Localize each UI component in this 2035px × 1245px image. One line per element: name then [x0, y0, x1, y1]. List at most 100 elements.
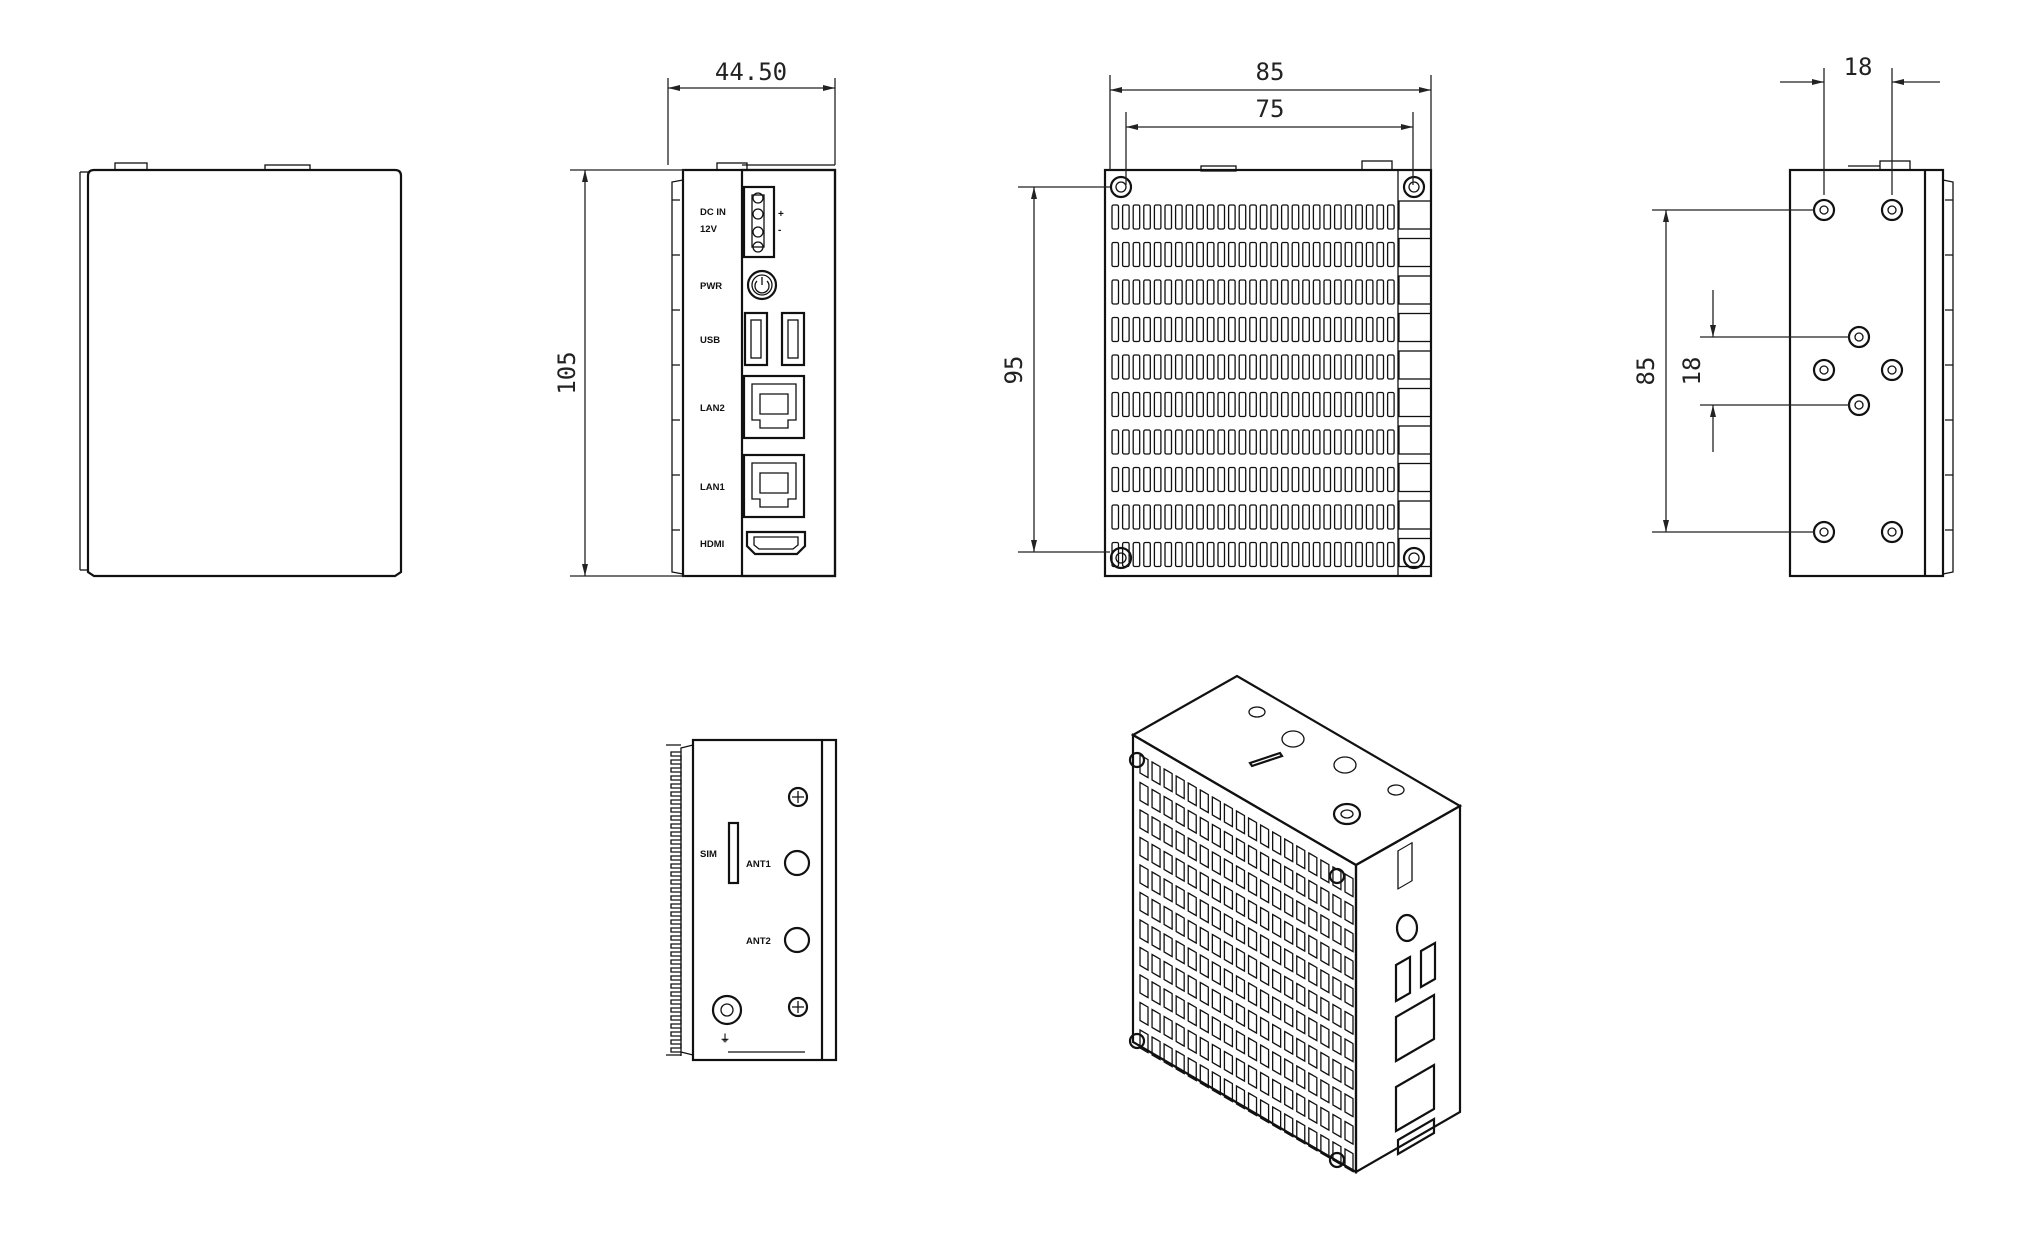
- fin-block: [1332, 1058, 1342, 1084]
- vent-slot: [1206, 204, 1215, 230]
- fin-block: [1199, 788, 1209, 814]
- fin-block: [1259, 1071, 1270, 1097]
- fin-block: [1187, 836, 1197, 862]
- front-io-view: DC IN 12V + - PWR USB LAN2 LAN1 HDMI: [553, 58, 837, 578]
- vent-slot: [1153, 466, 1162, 493]
- fin-block: [1139, 781, 1149, 807]
- vent-slot: [1206, 541, 1215, 568]
- fin-block: [1187, 1056, 1197, 1082]
- fin-notch: [1398, 537, 1432, 568]
- fin-block: [1151, 760, 1161, 786]
- fin-block: [1163, 987, 1173, 1013]
- vent-slot: [1323, 354, 1332, 380]
- vent-slot: [1206, 504, 1215, 530]
- vent-slot: [1206, 279, 1215, 305]
- vent-slot: [1302, 241, 1310, 268]
- vent-slot: [1386, 316, 1395, 343]
- vent-slot: [1312, 391, 1321, 418]
- vent-slot: [1333, 541, 1342, 568]
- fin-block: [1332, 1003, 1342, 1029]
- fin-block: [1296, 927, 1306, 953]
- vent-slot: [1259, 429, 1268, 455]
- vent-slot: [1333, 241, 1342, 268]
- vent-slot: [1376, 466, 1385, 493]
- fin-block: [1175, 857, 1185, 883]
- vent-slot: [1355, 391, 1363, 418]
- ant1-label: ANT1: [746, 859, 772, 870]
- fin-block: [1308, 1044, 1318, 1070]
- vent-slot: [1259, 466, 1268, 493]
- vent-slot: [1111, 204, 1120, 230]
- vent-slot: [1206, 466, 1215, 493]
- side-view-plain: [79, 162, 403, 578]
- fin-block: [1175, 884, 1185, 910]
- fin-block: [1163, 795, 1173, 821]
- fin-block: [1187, 891, 1197, 917]
- vent-slot: [1376, 541, 1385, 568]
- vent-slot: [1185, 204, 1194, 230]
- fin-block: [1223, 1050, 1234, 1076]
- vent-slot: [1227, 279, 1236, 305]
- vent-slot: [1365, 354, 1374, 380]
- vent-slot: [1217, 316, 1226, 343]
- vent-slot: [1164, 204, 1173, 230]
- rear-mount-holes: [1812, 198, 1904, 544]
- vent-slot: [1238, 391, 1247, 418]
- fin-block: [1211, 878, 1221, 904]
- vent-slot: [1217, 541, 1226, 568]
- vent-slot: [1280, 429, 1289, 455]
- fin-block: [1139, 973, 1149, 999]
- fin-block: [1199, 816, 1209, 842]
- fin-block: [1284, 892, 1294, 918]
- fin-block: [1211, 795, 1221, 821]
- vent-slot: [1249, 316, 1257, 343]
- lan1-label: LAN1: [700, 482, 726, 493]
- vent-slot: [1312, 466, 1321, 493]
- vent-slot: [1227, 391, 1236, 418]
- vent-slot: [1238, 504, 1247, 530]
- rear-view: 18 85 18: [1632, 53, 1954, 578]
- vent-slot: [1386, 354, 1395, 380]
- voltage-label: 12V: [700, 224, 718, 235]
- dim-bottom-outer: 85: [1256, 58, 1285, 86]
- dc-in-label: DC IN: [700, 207, 726, 218]
- fin-block: [1296, 1009, 1306, 1035]
- fin-block: [1235, 1057, 1246, 1083]
- vent-slots: [1111, 200, 1432, 568]
- vent-slot: [1153, 504, 1162, 530]
- fin-block: [1223, 912, 1234, 938]
- fin-block: [1187, 809, 1197, 835]
- vent-slot: [1132, 504, 1141, 530]
- vent-slot: [1132, 391, 1141, 418]
- fin-block: [1308, 1126, 1318, 1152]
- vent-slot: [1344, 391, 1353, 418]
- dim-side-width: 44.50: [715, 58, 787, 86]
- fin-block: [1284, 1085, 1294, 1111]
- fin-block: [1284, 837, 1294, 863]
- fin-notch: [1398, 275, 1432, 305]
- fin-block: [1247, 1064, 1258, 1090]
- vent-slot: [1111, 466, 1120, 493]
- fin-block: [1223, 802, 1234, 828]
- fin-block: [1344, 1120, 1354, 1146]
- plus-label: +: [778, 209, 784, 220]
- vent-slot: [1153, 429, 1162, 455]
- fin-block: [1151, 843, 1161, 869]
- vent-slot: [1185, 504, 1194, 530]
- fin-block: [1308, 1016, 1318, 1042]
- vent-slot: [1355, 279, 1363, 305]
- vent-slot: [1217, 279, 1226, 305]
- vent-slot: [1174, 541, 1183, 568]
- vent-slot: [1217, 504, 1226, 530]
- fin-block: [1187, 1001, 1197, 1027]
- fin-block: [1320, 886, 1330, 912]
- vent-slot: [1132, 429, 1141, 455]
- vent-slot: [1323, 316, 1332, 343]
- vent-slot: [1365, 466, 1374, 493]
- vent-slot: [1259, 316, 1268, 343]
- fin-block: [1175, 994, 1185, 1020]
- dim-bottom-height: 95: [1000, 356, 1028, 385]
- vent-slot: [1164, 241, 1173, 268]
- vent-slot: [1365, 429, 1374, 455]
- vent-slot: [1238, 541, 1247, 568]
